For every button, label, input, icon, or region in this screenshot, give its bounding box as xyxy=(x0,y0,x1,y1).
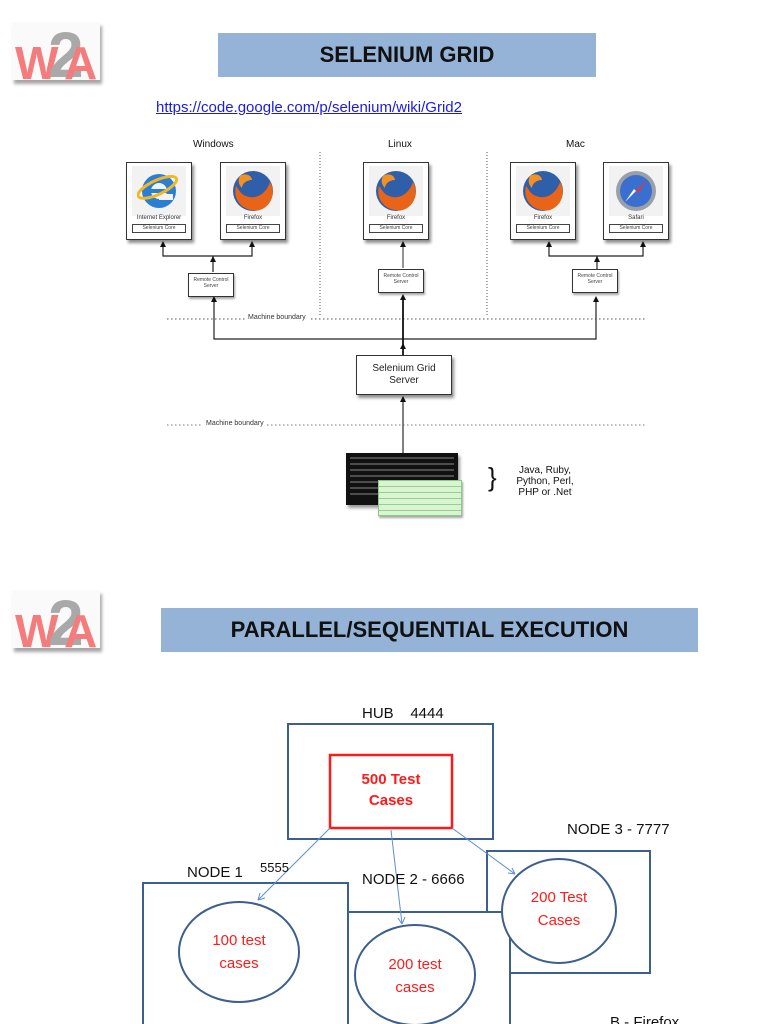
browser-box-firefox: Firefox Selenium Core xyxy=(363,162,429,240)
browser-box-ie: Internet Explorer Selenium Core xyxy=(126,162,192,240)
logo-a: A xyxy=(64,605,98,648)
hub-test-cases-box xyxy=(328,753,454,830)
client-languages: Java, Ruby, Python, Perl, PHP or .Net xyxy=(516,465,574,498)
hub-to-node2-arrow xyxy=(390,829,403,925)
node1-port: 5555 xyxy=(260,860,289,875)
os-label-linux: Linux xyxy=(388,139,412,150)
selenium-core-box: Selenium Core xyxy=(609,224,663,233)
remote-control-server: Remote Control Server xyxy=(572,269,618,293)
logo-2: 2 xyxy=(48,22,84,80)
node1-ellipse xyxy=(178,901,300,1003)
test-results-table-screenshot xyxy=(378,480,462,516)
node2-test-cases: 200 test cases xyxy=(388,956,442,996)
os-label-windows: Windows xyxy=(193,139,234,150)
hub-to-node3-arrow xyxy=(451,827,516,875)
remote-control-server: Remote Control Server xyxy=(378,269,424,293)
footer-partial-text: B - Firefox xyxy=(610,1014,680,1024)
selenium-core-box: Selenium Core xyxy=(132,224,186,233)
logo-w: W xyxy=(15,37,58,80)
firefox-icon xyxy=(226,166,280,216)
w2a-logo: W 2 A xyxy=(12,22,100,80)
browser-name: Firefox xyxy=(533,215,553,221)
machine-boundary-label: Machine boundary xyxy=(245,314,309,321)
node3-test-cases: 200 Test Cases xyxy=(530,889,588,929)
browser-name: Safari xyxy=(628,215,644,221)
logo-a: A xyxy=(64,37,98,80)
logo-2: 2 xyxy=(48,590,84,648)
browser-name: Internet Explorer xyxy=(136,215,182,221)
machine-boundary-label: Machine boundary xyxy=(203,420,267,427)
firefox-icon xyxy=(369,166,423,216)
hub-to-node1-arrow xyxy=(257,827,331,901)
slide-title: SELENIUM GRID xyxy=(218,33,596,77)
logo-w: W xyxy=(15,605,58,648)
node3-label: NODE 3 - 7777 xyxy=(567,821,670,838)
safari-icon xyxy=(609,166,663,216)
internet-explorer-icon xyxy=(132,166,186,216)
os-label-mac: Mac xyxy=(566,139,585,150)
node2-ellipse xyxy=(354,924,476,1024)
node3-ellipse xyxy=(501,858,617,964)
brace-icon: } xyxy=(488,462,497,492)
browser-name: Firefox xyxy=(243,215,263,221)
browser-box-safari: Safari Selenium Core xyxy=(603,162,669,240)
grid2-wiki-link[interactable]: https://code.google.com/p/selenium/wiki/… xyxy=(156,99,462,116)
node2-label: NODE 2 - 6666 xyxy=(362,871,465,888)
selenium-core-box: Selenium Core xyxy=(226,224,280,233)
node1-test-cases: 100 test cases xyxy=(212,932,266,972)
hub-test-cases: 500 Test Cases xyxy=(361,771,421,809)
browser-name: Firefox xyxy=(386,215,406,221)
browser-box-firefox: Firefox Selenium Core xyxy=(220,162,286,240)
firefox-icon xyxy=(516,166,570,216)
hub-label: HUB 4444 xyxy=(362,705,444,722)
selenium-core-box: Selenium Core xyxy=(516,224,570,233)
grid-diagram-connectors xyxy=(160,152,646,453)
slide-title: PARALLEL/SEQUENTIAL EXECUTION xyxy=(161,608,698,652)
browser-box-firefox: Firefox Selenium Core xyxy=(510,162,576,240)
node1-label: NODE 1 xyxy=(187,864,243,881)
selenium-grid-server: Selenium Grid Server xyxy=(356,355,452,395)
w2a-logo: W 2 A xyxy=(12,590,100,648)
remote-control-server: Remote Control Server xyxy=(188,273,234,297)
selenium-core-box: Selenium Core xyxy=(369,224,423,233)
